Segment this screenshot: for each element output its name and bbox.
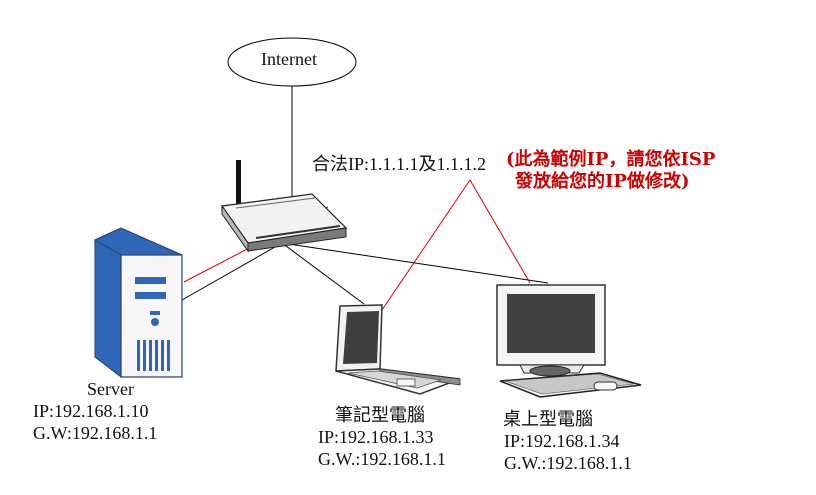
laptop-icon [335,304,461,395]
internet-label: Internet [261,49,317,69]
server-icon [93,227,183,379]
desktop-name: 桌上型電腦 [503,409,593,429]
laptop-ip: IP:192.168.1.33 [318,427,434,447]
desktop-ip: IP:192.168.1.34 [504,431,620,451]
public-ip-label: 合法IP:1.1.1.1及1.1.1.2 [312,154,487,174]
server-name: Server [87,379,134,399]
server-ip: IP:192.168.1.10 [33,401,149,421]
desktop-gateway: G.W.:192.168.1.1 [504,453,632,473]
isp-note-line-2: 發放給您的IP做修改) [515,171,690,192]
router-icon [220,160,348,253]
isp-note-line-1: (此為範例IP，請您依ISP [506,149,716,170]
desktop-icon [496,284,642,398]
router-desktop-link [281,242,549,284]
server-gateway: G.W:192.168.1.1 [33,423,158,443]
red-label-desktop [469,179,531,284]
router-server-link [181,242,283,301]
red-label-laptop [381,179,471,311]
public-ip-lines [183,179,531,311]
laptop-gateway: G.W.:192.168.1.1 [318,449,446,469]
lan-connections [181,86,549,305]
router-laptop-link [281,242,365,305]
laptop-name: 筆記型電腦 [335,405,425,425]
